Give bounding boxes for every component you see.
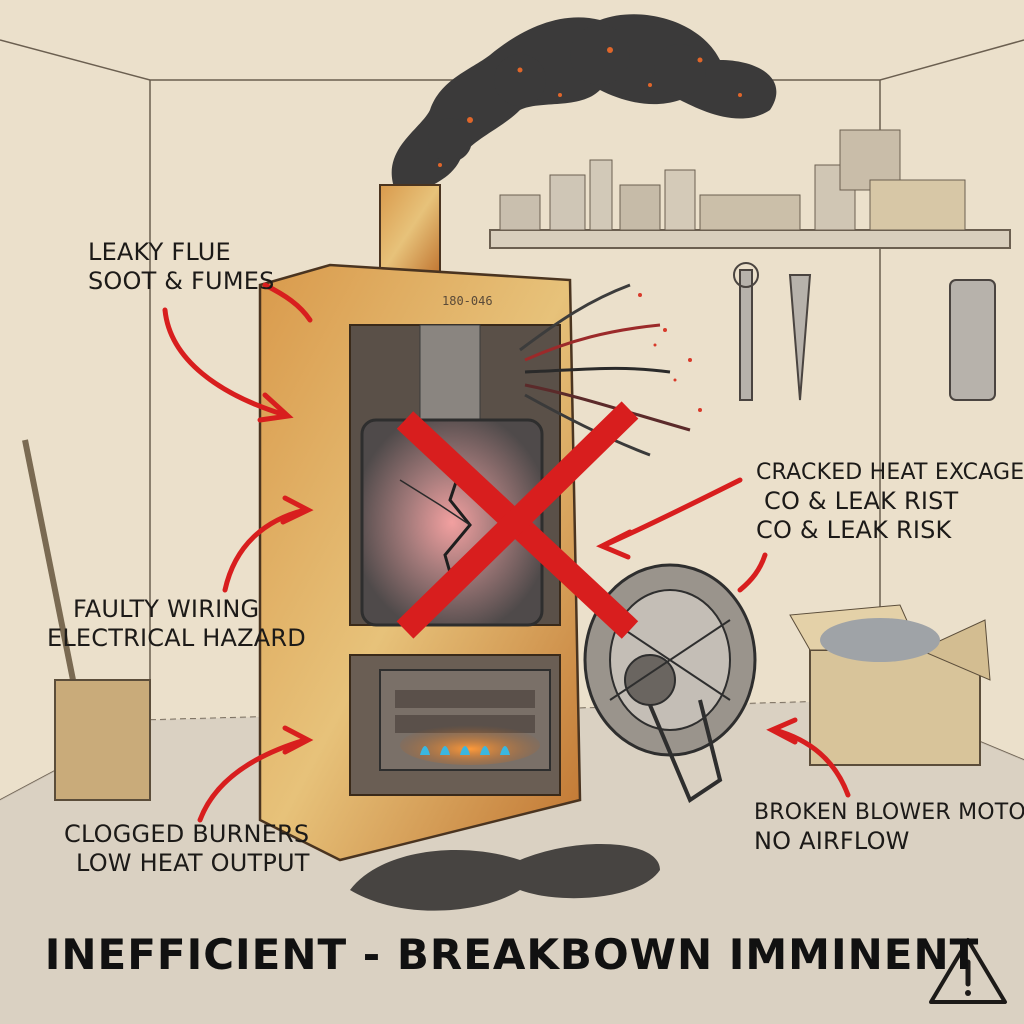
annotation-arrows: [162, 282, 851, 823]
burner-flames: [420, 746, 510, 755]
label-flue: LEAKY FLUE SOOT & FUMES: [88, 238, 275, 296]
label-wiring-line1: FAULTY WIRING: [73, 595, 260, 623]
burner-assembly: [379, 669, 551, 771]
broom: [22, 439, 151, 801]
arrow-blower-head: [766, 717, 798, 745]
label-flue-line1: LEAKY FLUE: [88, 238, 231, 266]
shelf: [489, 129, 1011, 249]
label-exchanger-line2: CO & LEAK RIST: [764, 487, 959, 515]
big-x-mark: [396, 401, 639, 639]
label-exchanger-line3: CO & LEAK RISK: [756, 516, 952, 544]
label-burners-line1: CLOGGED BURNERS: [64, 820, 310, 848]
arrow-flue: [162, 307, 288, 418]
arrow-flue-top: [262, 282, 313, 323]
heat-exchanger: [360, 418, 544, 627]
label-burners: CLOGGED BURNERS LOW HEAT OUTPUT: [64, 820, 310, 878]
label-exchanger: CRACKED HEAT EXCAGER CO & LEAK RIST CO &…: [756, 458, 1024, 545]
warning-triangle-icon: [929, 938, 1007, 1004]
arrow-exchanger-2: [737, 552, 768, 593]
arrow-wiring-head: [280, 495, 314, 525]
smoke-plume: [391, 14, 777, 195]
exposed-wires: [519, 283, 691, 457]
label-wiring: FAULTY WIRING ELECTRICAL HAZARD: [47, 595, 306, 653]
hanging-tools: [733, 262, 996, 401]
sparks: [638, 293, 702, 412]
arrow-exchanger-head: [596, 529, 633, 560]
embers: [438, 47, 742, 167]
arrow-burners: [197, 737, 308, 823]
label-wiring-line2: ELECTRICAL HAZARD: [47, 624, 306, 652]
arrow-flue-head: [257, 392, 294, 423]
label-exchanger-line1: CRACKED HEAT EXCAGER: [756, 460, 1024, 485]
label-blower: BROKEN BLOWER MOTOR NO AIRFLOW: [754, 798, 1024, 856]
oil-puddle: [350, 843, 660, 911]
label-blower-line2: NO AIRFLOW: [754, 827, 910, 855]
page-title: INEFFICIENT - BREAKBOWN IMMINENT: [44, 930, 980, 979]
arrow-blower: [772, 727, 851, 798]
cardboard-box: [789, 604, 991, 766]
arrow-wiring: [222, 507, 308, 593]
arrow-burners-head: [282, 725, 314, 755]
svg-text:180-046: 180-046: [442, 294, 493, 308]
label-burners-line2: LOW HEAT OUTPUT: [76, 849, 310, 877]
label-blower-line1: BROKEN BLOWER MOTOR: [754, 800, 1024, 825]
label-flue-line2: SOOT & FUMES: [88, 267, 275, 295]
